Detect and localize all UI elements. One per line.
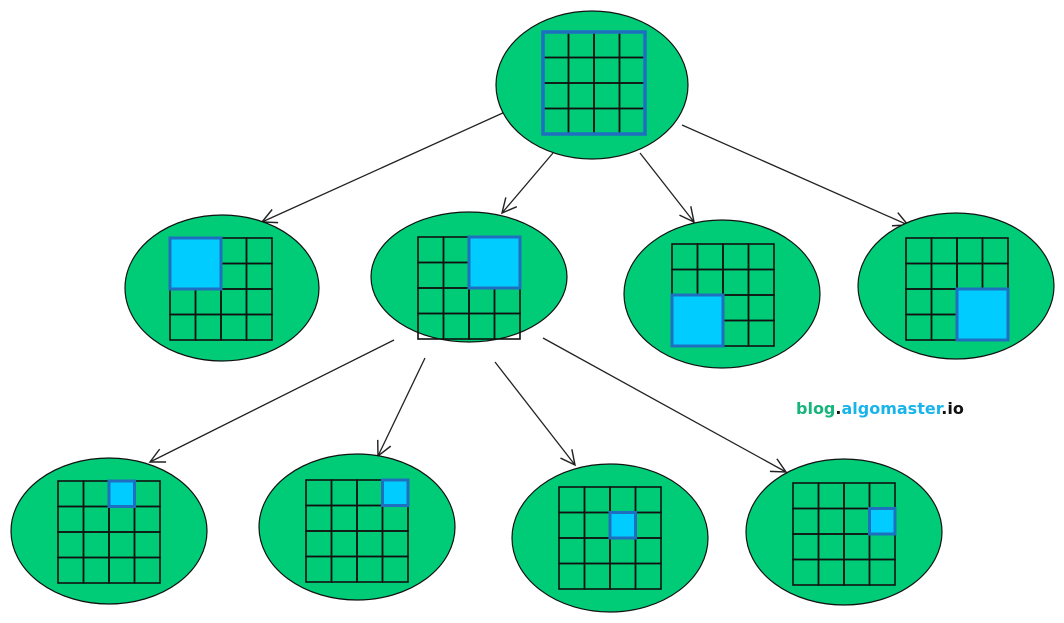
level2-node-4 <box>745 458 943 606</box>
level1-node-1 <box>124 214 320 362</box>
edge-arrow <box>260 111 506 224</box>
edge-arrow <box>681 124 910 227</box>
edge-arrow <box>148 339 395 463</box>
highlight-region <box>670 293 725 348</box>
grid-cell <box>245 313 273 341</box>
grid-cell <box>381 555 409 583</box>
level2-node-3 <box>511 463 709 613</box>
highlight-region <box>541 30 647 136</box>
level1-node-2 <box>370 211 568 343</box>
highlight-region <box>467 235 522 290</box>
edge-arrow <box>542 337 788 473</box>
watermark-algomaster: algomaster <box>841 399 942 418</box>
grid-cell <box>493 312 521 340</box>
root-node <box>495 10 689 160</box>
grid-cell <box>634 562 662 590</box>
highlight-region <box>955 287 1010 342</box>
grid-cell <box>133 556 161 584</box>
grid-cell <box>747 319 775 347</box>
watermark-io: io <box>947 399 964 418</box>
edges-layer <box>148 111 910 473</box>
nodes-layer <box>10 10 1055 613</box>
edge-arrow <box>494 361 576 467</box>
highlight-region <box>381 478 410 507</box>
edge-arrow <box>639 152 695 224</box>
highlight-region <box>868 507 897 536</box>
level1-node-3 <box>623 219 821 369</box>
highlight-region <box>608 511 637 540</box>
level2-node-1 <box>10 457 208 605</box>
watermark-blog: blog <box>796 399 836 418</box>
watermark-dot-1: . <box>835 399 842 418</box>
highlight-region <box>107 479 136 508</box>
grid-cell <box>868 558 896 586</box>
edge-arrow <box>500 152 554 215</box>
watermark-dot-2: . <box>941 399 948 418</box>
highlight-region <box>168 236 223 291</box>
edge-arrow <box>377 357 426 458</box>
watermark: blog.algomaster.io <box>796 399 964 418</box>
level1-node-4 <box>857 212 1055 360</box>
level2-node-2 <box>258 453 456 601</box>
